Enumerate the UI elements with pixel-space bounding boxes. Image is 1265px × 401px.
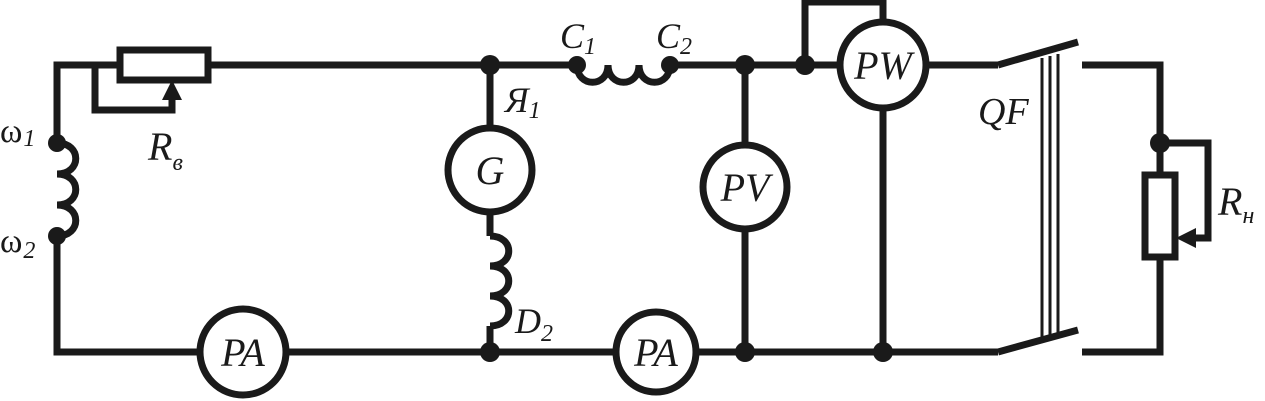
label-c2: C2 [656,16,692,60]
field-rheostat-wiper [91,65,176,114]
circuit-breaker [997,38,1079,356]
field-top-wire [53,61,120,143]
label-rv: Rв [147,124,183,176]
label-omega1: ω1 [0,113,35,152]
armature-branch: G [444,55,536,362]
ammeter-field [196,305,290,399]
junction-voltmeter-top [735,55,755,75]
junction-voltmeter-bottom [735,342,755,362]
label-ya1: Я1 [503,80,541,124]
field-rheostat [116,46,212,84]
field-winding-coil [56,139,80,240]
junction-load [1150,133,1170,153]
label-d2: D2 [514,301,553,347]
label-rn: Rн [1217,179,1254,229]
series-coil-section [490,56,840,86]
bottom-line: PA [490,308,998,396]
load-top-wire [1082,61,1164,175]
load-rheostat [1141,171,1179,261]
ammeter-field-label: PA [220,330,265,375]
series-winding-coil [573,64,674,86]
voltmeter-branch: PV [699,55,791,362]
field-circuit: PA [48,46,490,399]
load-rheostat-wiper [1160,139,1212,242]
wattmeter-current-loop [801,0,887,65]
voltmeter-label: PV [720,165,774,210]
armature-winding-coil [489,232,513,330]
generator-label: G [476,148,505,193]
wattmeter-label: PW [853,43,915,88]
breaker-blade-bottom [997,326,1079,356]
terminal-c1 [568,56,586,74]
terminal-omega2 [48,227,66,245]
ammeter-armature-label: PA [633,330,678,375]
load-circuit [1082,61,1212,356]
field-bottom-wire [53,236,200,356]
load-rheostat-arrow-icon [1176,228,1196,248]
label-qf: QF [978,91,1029,133]
breaker-blade-top [997,38,1079,69]
terminal-omega1 [48,134,66,152]
junction-wattmeter-bottom [873,342,893,362]
junction-wattmeter [795,55,815,75]
label-omega2: ω2 [0,223,35,264]
labels: ω1 ω2 Rв Я1 C1 C2 D2 QF Rн [0,16,1254,347]
label-c1: C1 [560,16,596,60]
load-bottom-wire [1082,257,1164,356]
field-rheostat-arrow-icon [162,80,182,100]
wattmeter-branch: PW [795,0,998,362]
